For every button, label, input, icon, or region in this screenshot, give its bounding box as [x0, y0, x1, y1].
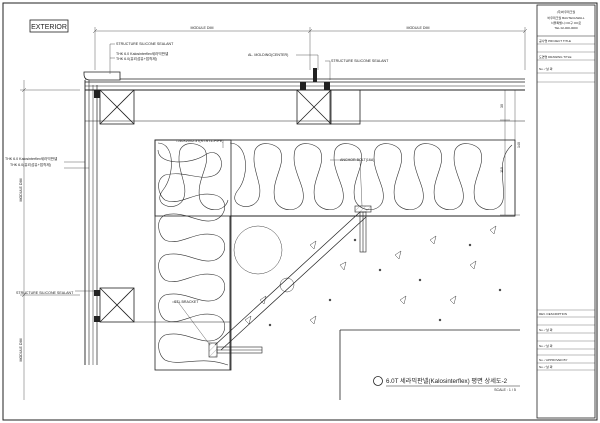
label-panel-spec-2: THK 6.0(유리섬유+접착제)	[116, 56, 157, 61]
revision-row-1: No. / 날 짜	[539, 327, 553, 332]
company-name: (주)바우테크월	[557, 9, 576, 14]
label-stl-bracket: STL BRACKET	[174, 300, 199, 304]
slab-edge	[339, 329, 520, 400]
drawing-title-label: 도면명 DRAWING TITLE	[539, 54, 571, 59]
company-address: 서울특별시 OO구 OO로	[551, 20, 582, 25]
company-tel: TEL 02-000-0000	[554, 26, 578, 30]
concrete-zone	[233, 225, 502, 327]
diagonal-pipe	[214, 211, 367, 351]
drawing-title-text: 6.0T 세라믹판넬(Kalosinterflex) 평면 상세도-2	[386, 377, 508, 385]
label-panel-spec-left-1: THK 6.0 Kalosinterflex세라믹판넬	[5, 156, 58, 161]
dim-30: 30	[500, 104, 504, 108]
anchor-bolt-bottom	[208, 342, 263, 358]
module-dim-top-left: MODULE DIM	[191, 26, 214, 30]
tb-field-1: No. / 날 짜	[539, 66, 553, 71]
core-wall	[134, 139, 516, 371]
corner-cap	[83, 71, 121, 81]
revision-row-2: No. / 날 짜	[539, 343, 553, 348]
left-dimension-line	[20, 80, 80, 400]
dim-140: 140	[517, 142, 521, 148]
top-dimension-line	[92, 27, 528, 70]
project-title-label: 공사명 PROJECT TITLE	[539, 38, 571, 43]
label-structure-sealant-right: STRUCTURE SILICONE SEALANT	[331, 59, 389, 63]
structural-posts	[99, 89, 361, 323]
module-dim-left-upper: MODULE DIM	[19, 179, 23, 202]
revision-head: REV. DESCRIPTION	[539, 312, 567, 316]
label-structure-sealant-left: STRUCTURE SILICONE SEALANT	[16, 291, 74, 295]
drawing-title: 6.0T 세라믹판넬(Kalosinterflex) 평면 상세도-2 SCAL…	[373, 376, 520, 392]
label-al-molding: AL. MOLDING(CENTER)	[248, 53, 288, 57]
label-panel-spec-left-2: THK 6.0(유리섬유+접착제)	[10, 162, 51, 167]
company-subtitle: 바우테크월 BAUTECHWALL	[547, 15, 584, 20]
insulation-left	[157, 149, 229, 366]
exterior-badge: EXTERIOR	[29, 19, 69, 33]
left-panel-layers	[84, 80, 98, 365]
exterior-badge-label: EXTERIOR	[31, 24, 67, 31]
leader-lines	[64, 43, 363, 346]
label-pipe: □-40X20X2.3T(ST.ST.L-PIPE)	[176, 139, 224, 143]
revision-row-3: No. / APPROVED BY	[539, 358, 568, 362]
panel-joints	[94, 68, 330, 322]
label-anchor-bolt: ANCHOR BOLT(16A)	[340, 158, 374, 162]
title-block: (주)바우테크월 바우테크월 BAUTECHWALL 서울특별시 OO구 OO로…	[536, 4, 596, 419]
module-dim-left-lower: MODULE DIM	[19, 339, 23, 362]
sheet-number-label: No. / 날 짜	[539, 364, 553, 369]
anchor-bolt-top	[354, 205, 372, 253]
drawing-scale: SCALE : 1 / 5	[494, 388, 516, 392]
module-dim-top-right: MODULE DIM	[407, 26, 430, 30]
label-panel-spec-1: THK 6.0 Kalosinterflex세라믹판넬	[116, 51, 169, 56]
label-structure-sealant-top: STRUCTURE SILICONE SEALANT	[116, 42, 174, 46]
